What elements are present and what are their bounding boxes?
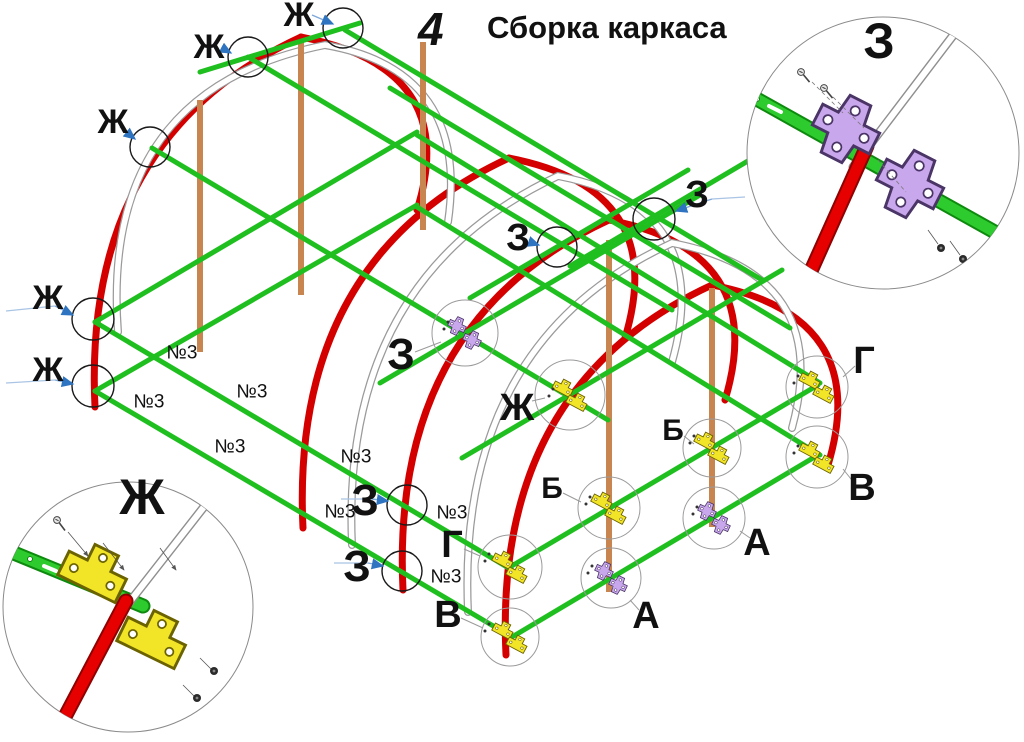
- door-posts: [197, 40, 715, 592]
- frame-connectors: [442, 313, 837, 654]
- nut-icon: [959, 255, 967, 263]
- greenhouse-frame: [5, 7, 856, 667]
- junction-circles: [71, 7, 849, 667]
- detail-bubble-ze: [746, 16, 1020, 290]
- leader-lines: [414, 341, 856, 629]
- detail-bubble-zh: [2, 481, 254, 733]
- callout-arrows: [5, 14, 746, 570]
- nut-icon: [193, 694, 201, 702]
- step-number: 4: [418, 3, 444, 55]
- nut-icon: [210, 667, 218, 675]
- green-stringers: [92, 20, 823, 640]
- nut-icon: [937, 244, 945, 252]
- white-pipe-arches: [112, 40, 805, 616]
- page-title: Сборка каркаса: [487, 10, 727, 45]
